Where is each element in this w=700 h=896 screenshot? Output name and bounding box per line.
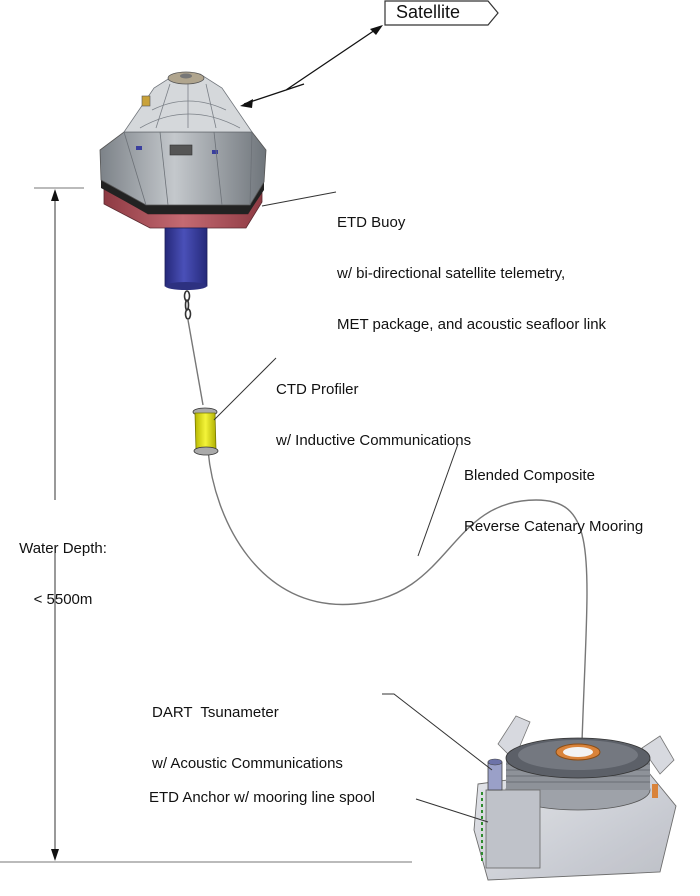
buoy-label: ETD Buoy w/ bi-directional satellite tel… (337, 180, 606, 350)
anchor-label: ETD Anchor w/ mooring line spool (149, 789, 375, 806)
mooring-label-line1: Blended Composite (464, 467, 595, 484)
buoy-blue-clamp-right (212, 150, 218, 154)
dart-label: DART Tsunameter w/ Acoustic Communicatio… (152, 670, 343, 789)
leader-lines (213, 191, 493, 823)
buoy-cone-frame (139, 78, 241, 129)
anchor-orange-detail (652, 784, 658, 798)
dart-label-line2: w/ Acoustic Communications (152, 755, 343, 772)
buoy-hatch (169, 144, 193, 156)
anchor-post-right (641, 735, 675, 775)
lightning-bolt-line (243, 27, 379, 105)
depth-arrow-up-head (51, 189, 59, 201)
water-depth-label: Water Depth: < 5500m (8, 506, 118, 625)
buoy-top-cap (180, 73, 192, 79)
mooring-line (187, 319, 588, 743)
leader-buoy (261, 191, 337, 207)
buoy-blue-stem (164, 227, 208, 287)
telemetry-lightning (240, 25, 383, 108)
buoy-blue-clamp-left (136, 146, 142, 150)
depth-arrow-down-head (51, 849, 59, 861)
etd-anchor (473, 715, 677, 881)
dart-canister (487, 761, 503, 791)
lightning-arrow-top (370, 25, 383, 35)
ctd-profiler (192, 407, 219, 456)
buoy-label-line2: w/ bi-directional satellite telemetry, (337, 265, 566, 282)
ctd-label-line1: CTD Profiler (276, 381, 359, 398)
lightning-arrow-bottom (240, 99, 253, 108)
leader-ctd (213, 357, 277, 421)
buoy-label-line3: MET package, and acoustic seafloor link (337, 316, 607, 333)
leader-mooring (417, 443, 459, 557)
leader-dart (382, 693, 493, 771)
buoy-chain (183, 290, 192, 320)
buoy-met-sensor (141, 95, 151, 107)
ctd-yellow-body (194, 412, 217, 451)
buoy-facet-lines (123, 131, 253, 206)
mooring-label-line2: Reverse Catenary Mooring (464, 518, 644, 535)
satellite-label: Satellite (396, 2, 461, 22)
buoy-label-line1: ETD Buoy (337, 214, 406, 231)
water-depth-label-line2: < 5500m (33, 591, 93, 608)
leader-anchor (415, 798, 489, 823)
ctd-bottom-flange (193, 446, 219, 456)
ctd-label-line2: w/ Inductive Communications (276, 432, 472, 449)
mooring-label: Blended Composite Reverse Catenary Moori… (464, 433, 643, 552)
satellite-callout (384, 0, 499, 26)
dart-label-line1: DART Tsunameter (152, 704, 279, 721)
water-depth-label-line1: Water Depth: (19, 540, 107, 557)
water-depth-dimension (0, 187, 412, 863)
etd-buoy (99, 71, 267, 320)
mooring-spool (505, 737, 651, 811)
buoy-black-ring (101, 180, 264, 214)
satellite-pentagon-box (384, 0, 499, 26)
dart-canister-cap (487, 758, 503, 766)
buoy-stem-bottom (165, 282, 207, 290)
ctd-label: CTD Profiler w/ Inductive Communications (276, 347, 471, 466)
anchor-side-panel (485, 789, 541, 869)
